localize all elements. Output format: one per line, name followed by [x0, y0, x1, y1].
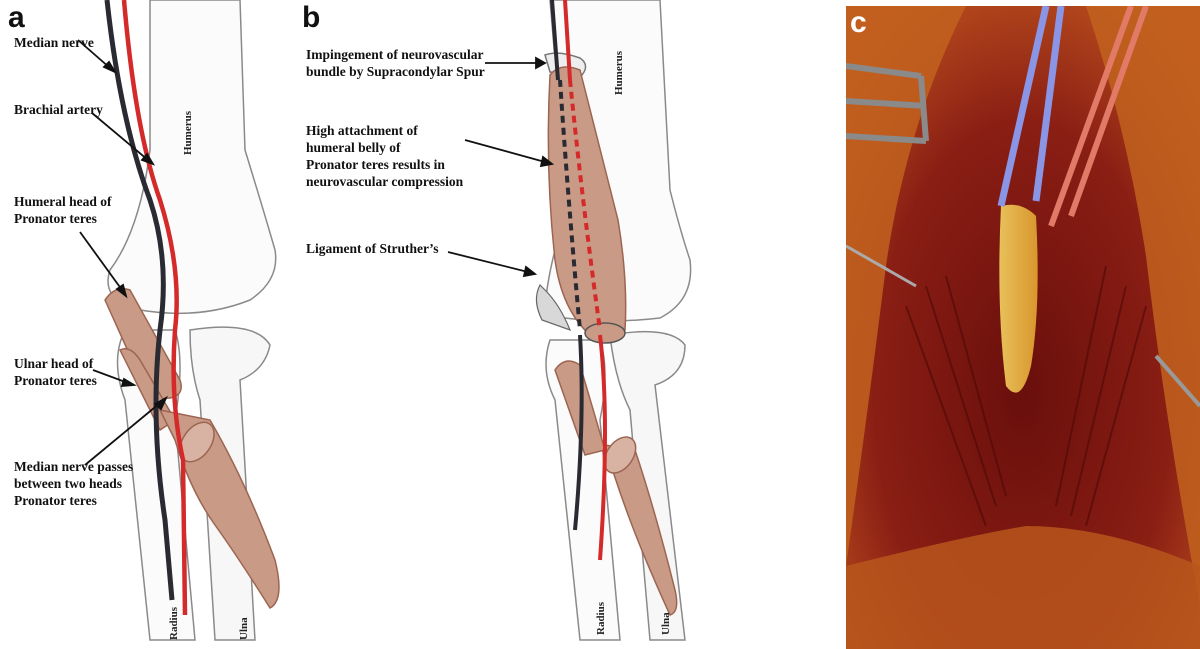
label-brachial-artery: Brachial artery: [14, 101, 103, 118]
panel-b-illustration: [300, 0, 840, 649]
panel-a-letter: a: [8, 3, 25, 33]
panel-c-letter: c: [850, 8, 867, 38]
panel-b-letter: b: [302, 3, 320, 33]
label-humeral-head-2: Pronator teres: [14, 210, 97, 227]
panel-c-photo: c: [846, 6, 1200, 649]
label-impingement-1: Impingement of neurovascular: [306, 46, 484, 63]
label-passes-3: Pronator teres: [14, 492, 97, 509]
humerus-bone: [108, 0, 276, 313]
surgical-photo-illustration: [846, 6, 1200, 649]
panel-a-illustration: [0, 0, 300, 649]
label-impingement-2: bundle by Supracondylar Spur: [306, 63, 485, 80]
panel-a: a Median nerve Brachial artery Humeral h…: [0, 0, 300, 649]
label-passes-2: between two heads: [14, 475, 122, 492]
label-ulna-a: Ulna: [238, 617, 250, 640]
label-ligament: Ligament of Struther’s: [306, 240, 438, 257]
label-radius-a: Radius: [168, 607, 180, 640]
label-ulnar-head-2: Pronator teres: [14, 372, 97, 389]
label-median-nerve: Median nerve: [14, 34, 94, 51]
panel-b: b Impingement of neurovascular bundle by…: [300, 0, 840, 649]
label-high-4: neurovascular compression: [306, 173, 463, 190]
label-humerus-a: Humerus: [182, 111, 194, 155]
pronator-ring: [585, 323, 625, 343]
label-high-1: High attachment of: [306, 122, 418, 139]
label-high-3: Pronator teres results in: [306, 156, 445, 173]
label-radius-b: Radius: [595, 602, 607, 635]
label-humeral-head-1: Humeral head of: [14, 193, 112, 210]
label-passes-1: Median nerve passes: [14, 458, 133, 475]
label-ulnar-head-1: Ulnar head of: [14, 355, 93, 372]
label-ulna-b: Ulna: [660, 612, 672, 635]
label-high-2: humeral belly of: [306, 139, 401, 156]
label-humerus-b: Humerus: [613, 51, 625, 95]
